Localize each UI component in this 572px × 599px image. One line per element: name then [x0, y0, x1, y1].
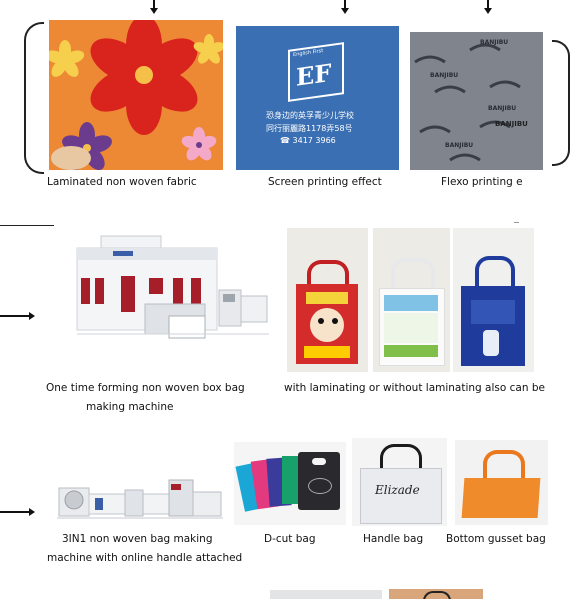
laminated-fabric-photo [49, 20, 223, 170]
ef-logo: English First EF [288, 42, 344, 102]
handle-bag-photo: Elizade [352, 438, 447, 526]
handle-bag-brand: Elizade [375, 483, 420, 497]
left-bracket [24, 22, 44, 174]
caption-3in1-1: 3IN1 non woven bag making [62, 533, 213, 545]
caption-3in1-2: machine with online handle attached [47, 552, 243, 564]
3in1-machine-drawing [57, 479, 223, 519]
caption-laminating: with laminating or without laminating al… [284, 382, 545, 394]
flower-pattern [49, 20, 223, 170]
flexo-printing-photo: BANJIBU BANJIBU BANJIBU BANJIBU BANJIBU [410, 32, 543, 170]
ef-logo-text: EF [296, 57, 332, 92]
box-bag-machine-image [73, 234, 273, 354]
svg-text:BANJIBU: BANJIBU [430, 72, 458, 79]
caption-laminated: Laminated non woven fabric [47, 176, 197, 188]
arrow-right-box-machine [0, 312, 35, 320]
dcut-bag-photo [234, 442, 346, 525]
screen-cn-line2: 同行丽麗路1178弄58号 [266, 124, 353, 133]
svg-text:BANJIBU: BANJIBU [480, 39, 508, 46]
bottom-partial-photo-1 [270, 590, 382, 599]
caption-flexo: Flexo printing e [441, 176, 523, 188]
divider-line [0, 225, 54, 226]
right-bracket [552, 40, 570, 166]
ef-logo-small: English First [293, 47, 324, 59]
arrow-right-3in1-machine [0, 508, 35, 516]
caption-screen: Screen printing effect [268, 176, 382, 188]
red-bag-photo [287, 228, 368, 372]
screen-printing-photo: English First EF 恐身边的英孚青少儿学校 同行丽麗路1178弄5… [236, 26, 399, 170]
flexo-pattern: BANJIBU BANJIBU BANJIBU BANJIBU [410, 32, 543, 170]
flexo-brand: BANJIBU [495, 120, 528, 128]
screen-cn-line1: 恐身边的英孚青少儿学校 [266, 111, 354, 120]
divider-dot [514, 222, 519, 223]
blue-bag-photo [453, 228, 534, 372]
caption-box-machine-2: making machine [86, 401, 174, 413]
3in1-machine-image [55, 470, 225, 530]
caption-box-machine-1: One time forming non woven box bag [46, 382, 245, 394]
gusset-bag-photo [455, 440, 548, 525]
bottom-partial-photo-2 [389, 589, 483, 599]
caption-dcut: D-cut bag [264, 533, 316, 545]
svg-text:BANJIBU: BANJIBU [488, 105, 516, 112]
arrow-down-2 [341, 0, 349, 14]
arrow-down-1 [150, 0, 158, 14]
svg-text:BANJIBU: BANJIBU [445, 142, 473, 149]
arrow-down-3 [484, 0, 492, 14]
screen-phone: ☎ 3417 3966 [280, 136, 336, 145]
machine-drawing [76, 235, 269, 339]
white-bag-photo [373, 228, 450, 372]
caption-gusset: Bottom gusset bag [446, 533, 546, 545]
caption-handle-bag: Handle bag [363, 533, 424, 545]
